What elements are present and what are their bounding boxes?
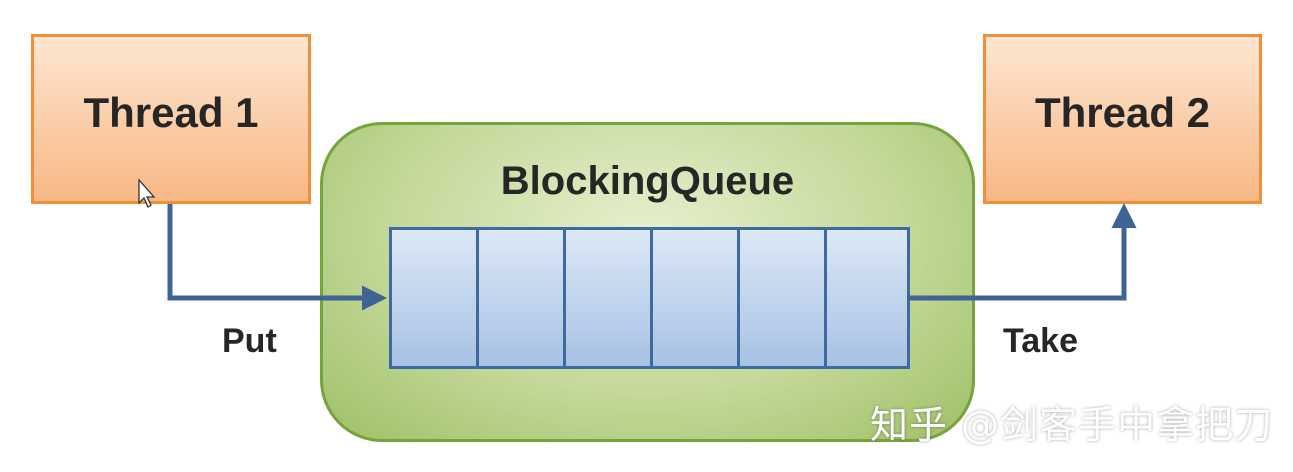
thread-1-label: Thread 1 [83, 89, 259, 136]
blocking-queue-container: BlockingQueue [320, 122, 975, 442]
thread-2-label: Thread 2 [1034, 89, 1211, 136]
take-label: Take [1003, 322, 1078, 360]
queue-slot [827, 230, 907, 366]
thread-2-box: Thread 2 [983, 34, 1262, 204]
queue-slot [566, 230, 651, 366]
queue-slot [392, 230, 477, 366]
watermark: 知乎 @剑客手中拿把刀 [870, 403, 1274, 447]
put-label: Put [222, 322, 277, 360]
queue-slot [479, 230, 564, 366]
thread-1-box: Thread 1 [31, 34, 311, 204]
queue-slot [740, 230, 825, 366]
queue-slot [653, 230, 738, 366]
queue-slots [389, 227, 910, 369]
queue-title: BlockingQueue [500, 159, 795, 203]
